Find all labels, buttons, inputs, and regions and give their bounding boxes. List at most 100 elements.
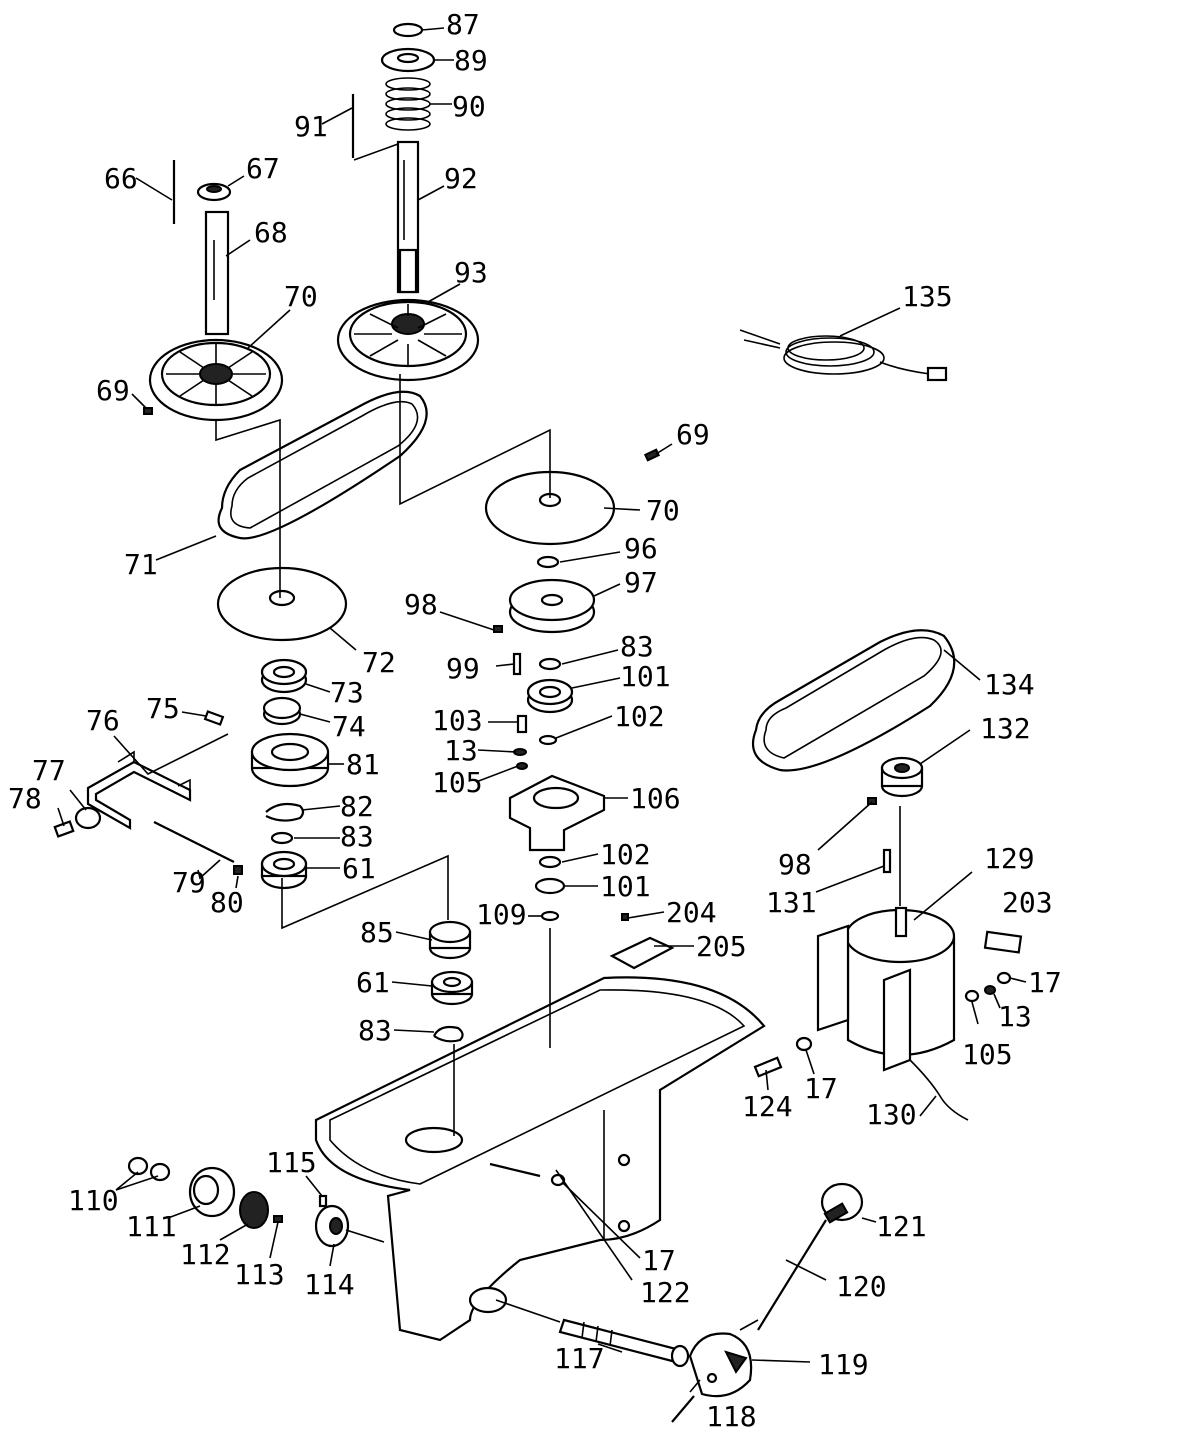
part-68-shaft [204,210,230,336]
callout-96: 96 [624,532,658,565]
part-92-shaft [396,140,420,294]
callout-17-a: 17 [1028,966,1062,999]
part-83-ring-c [433,1025,464,1043]
callout-99: 99 [446,652,480,685]
part-132-motor-pulley [880,756,924,798]
part-101-bearing-a [526,678,574,714]
part-129-motor [816,906,956,1072]
callout-121: 121 [876,1210,927,1243]
part-83-ring-a [538,657,562,671]
part-120-handle-rod [757,1219,827,1331]
part-82-ring [265,802,305,822]
callout-103: 103 [432,704,483,737]
part-110-nuts [127,1156,171,1182]
part-70-pulley-left [148,338,284,422]
callout-124: 124 [742,1090,793,1123]
part-74-spacer [262,696,302,726]
callout-204: 204 [666,896,717,929]
part-77-knob [74,806,102,830]
callout-131: 131 [766,886,817,919]
callout-69-a: 69 [96,374,130,407]
part-75-pin [203,710,225,726]
callout-117: 117 [554,1342,605,1375]
callout-98-b: 98 [778,848,812,881]
callout-97: 97 [624,566,658,599]
callout-135: 135 [902,280,953,313]
callout-66: 66 [104,162,138,195]
callout-205: 205 [696,930,747,963]
part-79-rod [153,821,235,863]
callout-132: 132 [980,712,1031,745]
callout-61-b: 61 [356,966,390,999]
callout-69-b: 69 [676,418,710,451]
callout-83-b: 83 [340,820,374,853]
callout-115: 115 [266,1146,317,1179]
callout-83-a: 83 [620,630,654,663]
callout-72: 72 [362,646,396,679]
part-115-pin [318,1194,328,1208]
callout-114: 114 [304,1268,355,1301]
part-101-bearing-b [534,877,566,895]
part-135-power-cord [739,329,948,382]
part-105-washer-b [964,989,980,1003]
part-102-ring-b [538,855,562,869]
part-119-hub [688,1332,753,1398]
part-61-bearing-a [260,850,308,890]
part-13-washer-b [984,985,996,995]
part-130-cable [909,1059,969,1121]
part-78-bolt [53,820,75,838]
part-117-pinion-shaft [558,1318,690,1368]
callout-130: 130 [866,1098,917,1131]
part-81-collar [250,732,330,788]
part-83-ring-b [270,831,294,845]
callout-79: 79 [172,866,206,899]
callout-75: 75 [146,692,180,725]
part-98-setscrew-a [493,625,503,633]
callout-74: 74 [332,710,366,743]
part-71-belt [217,390,428,540]
part-17-nut-a [996,971,1012,985]
callout-113: 113 [234,1258,285,1291]
callout-112: 112 [180,1238,231,1271]
callout-81: 81 [346,748,380,781]
callout-68: 68 [254,216,288,249]
part-124-stud [753,1056,783,1078]
callout-78: 78 [8,782,42,815]
part-99-key [512,652,522,676]
part-122-screw [489,1162,541,1178]
parts [53,22,1023,1423]
part-96-ring [536,555,560,569]
callout-70-a: 70 [284,280,318,313]
part-90-spring [385,77,431,131]
part-118-pin [671,1395,695,1423]
callout-129: 129 [984,842,1035,875]
callout-102-b: 102 [600,838,651,871]
callout-61-a: 61 [342,852,376,885]
callout-105-a: 105 [432,766,483,799]
callout-17-b: 17 [804,1072,838,1105]
callout-87: 87 [446,8,480,41]
callout-82: 82 [340,790,374,823]
part-113-pin [273,1215,283,1223]
part-73-bearing [260,658,308,694]
part-111-collar [188,1166,236,1218]
callout-67: 67 [246,152,280,185]
callout-98-a: 98 [404,588,438,621]
callout-105-b: 105 [962,1038,1013,1071]
callout-92: 92 [444,162,478,195]
callout-71: 71 [124,548,158,581]
part-121-knob [820,1182,864,1224]
callout-80: 80 [210,886,244,919]
part-204-screw [621,913,629,921]
part-203-label [983,930,1023,954]
part-112-spring [239,1191,269,1229]
callout-93: 93 [454,256,488,289]
callout-101-b: 101 [600,870,651,903]
part-103-screw [516,714,528,734]
part-69-setscrew-b [643,448,661,462]
part-98-setscrew-b [867,797,877,805]
part-109-ring [540,910,560,922]
callout-119: 119 [818,1348,869,1381]
part-205-bracket [609,936,675,970]
callout-89: 89 [454,44,488,77]
